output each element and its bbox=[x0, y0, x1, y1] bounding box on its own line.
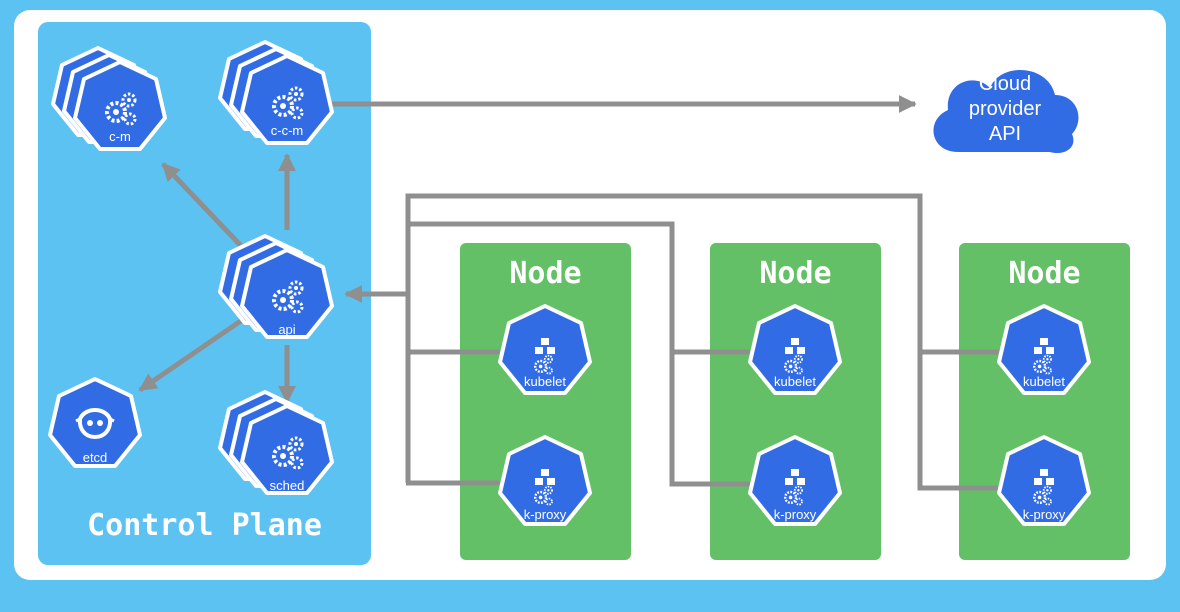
node-3-kubelet: kubelet bbox=[997, 304, 1091, 395]
node-1-title: Node bbox=[509, 256, 582, 291]
cloud-provider-api: Cloud provider API bbox=[933, 69, 1079, 154]
node-1-kproxy: k-proxy bbox=[498, 435, 592, 526]
node-1-kproxy-label: k-proxy bbox=[524, 507, 567, 522]
cloud-icon bbox=[933, 69, 1079, 154]
component-api-server: api bbox=[218, 234, 334, 339]
node-2-kproxy-label: k-proxy bbox=[774, 507, 817, 522]
control-plane-title: Control Plane bbox=[87, 508, 322, 543]
cloud-label-line1: Cloud bbox=[979, 73, 1031, 95]
etcd-label: etcd bbox=[83, 450, 108, 465]
cm-label: c-m bbox=[109, 129, 131, 144]
node-3-kproxy-label: k-proxy bbox=[1023, 507, 1066, 522]
component-controller-manager: c-m bbox=[51, 46, 167, 151]
node-2-title: Node bbox=[759, 256, 832, 291]
api-label: api bbox=[278, 322, 295, 337]
node-1-kubelet: kubelet bbox=[498, 304, 592, 395]
node-1-kubelet-label: kubelet bbox=[524, 374, 566, 389]
node-2-kproxy: k-proxy bbox=[748, 435, 842, 526]
component-scheduler: sched bbox=[218, 390, 334, 495]
sched-label: sched bbox=[270, 478, 305, 493]
node-3-title: Node bbox=[1008, 256, 1081, 291]
arrow-api-to-cm bbox=[161, 162, 247, 252]
etcd-icon bbox=[75, 408, 115, 440]
cloud-label-line2: provider bbox=[969, 98, 1042, 120]
node-2-kubelet: kubelet bbox=[748, 304, 842, 395]
node-2-kubelet-label: kubelet bbox=[774, 374, 816, 389]
node-3-kubelet-label: kubelet bbox=[1023, 374, 1065, 389]
component-cloud-controller-manager: c-c-m bbox=[218, 40, 334, 145]
ccm-label: c-c-m bbox=[271, 123, 304, 138]
connectors bbox=[138, 95, 1000, 491]
component-etcd: etcd bbox=[48, 377, 142, 468]
arrow-api-to-etcd bbox=[138, 315, 247, 393]
cloud-label-line3: API bbox=[989, 123, 1021, 145]
bus-node-3 bbox=[405, 193, 1000, 491]
node-3-kproxy: k-proxy bbox=[997, 435, 1091, 526]
